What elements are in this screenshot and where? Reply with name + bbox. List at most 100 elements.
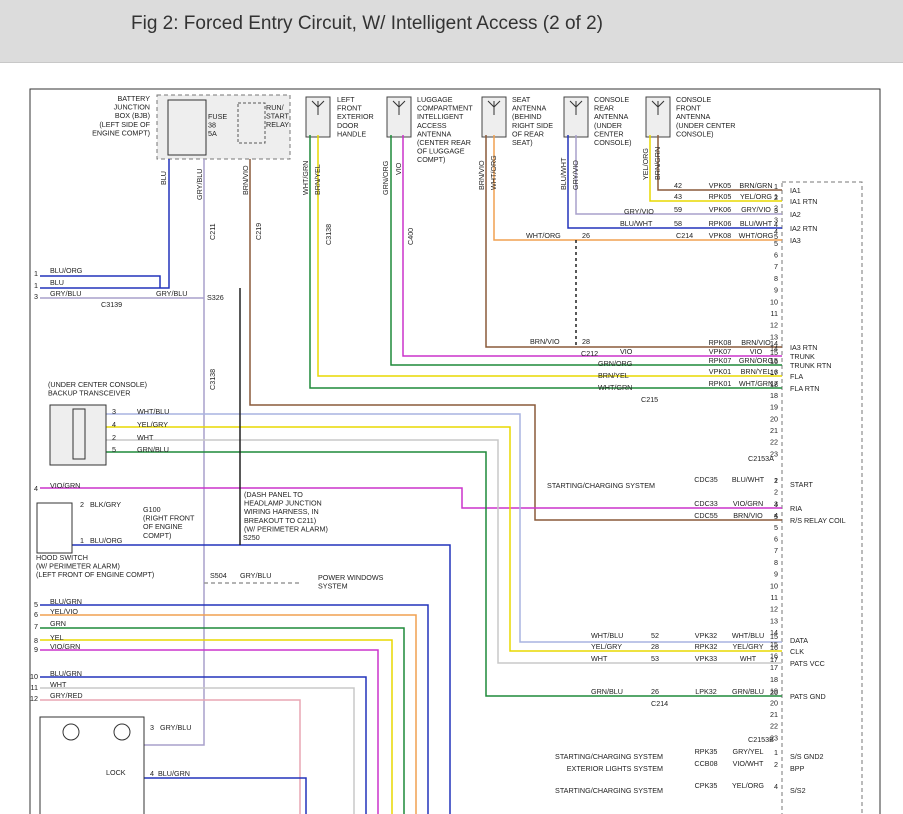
connector-c215: C215 — [641, 395, 658, 404]
connector-c3138: C3138 — [324, 224, 333, 245]
dash-label-line: HEADLAMP JUNCTION — [244, 499, 322, 508]
antenna-luggage-label-line: LUGGAGE — [417, 95, 453, 104]
lock-label: LOCK — [106, 768, 126, 777]
pin-label: 2 — [80, 500, 84, 509]
pin-number-b: 12 — [770, 605, 778, 614]
module-pin: 5 — [774, 232, 778, 241]
solid-state-box — [72, 408, 86, 460]
lower-circuit: RPK35 — [695, 747, 718, 756]
module-pin: 16 — [770, 357, 778, 366]
pin-number-a: 2 — [774, 204, 778, 213]
pin-number-b: 17 — [770, 663, 778, 672]
relay-label-line: RELAY — [266, 120, 289, 129]
lower-left-wire: YEL/GRY — [591, 642, 622, 651]
left-row-label: GRY/RED — [50, 691, 83, 700]
wire-label: BLK/GRY — [90, 500, 121, 509]
module-circuit: RPK06 — [709, 219, 732, 228]
system-starting-3: STARTING/CHARGING SYSTEM — [555, 786, 663, 795]
pin-number-a: 13 — [770, 332, 778, 341]
g100-label-line: G100 — [143, 505, 161, 514]
left-row-label: VIO/GRN — [50, 481, 80, 490]
pin-number-b: 3 — [774, 499, 778, 508]
wire-label: GRN/ORG — [598, 359, 633, 368]
wire-grn-blu — [106, 451, 782, 697]
connector-c3139: C3139 — [101, 300, 122, 309]
wire-lower-4 — [40, 649, 379, 814]
antenna-icon — [392, 100, 406, 115]
lower-cpin: 28 — [651, 642, 659, 651]
antenna-console-rear-label-line: REAR — [594, 104, 614, 113]
left-row-label: YEL — [50, 633, 64, 642]
antenna-icon — [569, 100, 583, 115]
power-windows-label-line: SYSTEM — [318, 582, 348, 591]
g100-label-line: OF ENGINE — [143, 522, 183, 531]
lower-pin: 5 — [774, 512, 778, 521]
wire-vio-grn — [40, 487, 782, 509]
left-row-num: 11 — [31, 683, 38, 692]
lower-name: RIA — [790, 504, 802, 513]
lower-pin: 15 — [770, 632, 778, 641]
left-row-label: BLU — [50, 278, 64, 287]
wire-wht-org — [493, 135, 782, 241]
fuse-label-line: 38 — [208, 121, 216, 130]
antenna-console-front-label-line: (UNDER CENTER — [676, 121, 736, 130]
pin-number-b: 4 — [774, 511, 778, 520]
wire-lower-0 — [40, 604, 429, 814]
module-wire: GRY/VIO — [741, 205, 771, 214]
vlabel: BRN/GRN — [653, 147, 662, 180]
pin-number-a: 17 — [770, 379, 778, 388]
pin-number-b: 20 — [770, 698, 778, 707]
antenna-seat-label-line: (BEHIND — [512, 112, 542, 121]
lower-name: PATS GND — [790, 692, 826, 701]
left-row-num: 1 — [34, 281, 38, 290]
lower-name: START — [790, 480, 814, 489]
hood-label-line: (W/ PERIMETER ALARM) — [36, 562, 120, 571]
pin-number-a: 16 — [770, 368, 778, 377]
left-row-num: 3 — [34, 292, 38, 301]
pin-number-b: 21 — [770, 710, 778, 719]
antenna-lf-label-line: HANDLE — [337, 129, 366, 138]
module-pin: 14 — [770, 339, 778, 348]
bjb-label-line: (LEFT SIDE OF — [99, 120, 150, 129]
module-wire: BRN/VIO — [741, 338, 771, 347]
wire-label: BLU/WHT — [620, 219, 653, 228]
pin-number-b: 23 — [770, 733, 778, 742]
left-row-label: BLU/ORG — [50, 266, 83, 275]
module-name: IA1 RTN — [790, 197, 817, 206]
left-row-num: 5 — [34, 600, 38, 609]
module-circuit: VPK08 — [709, 231, 731, 240]
left-row-num: 9 — [34, 645, 38, 654]
pin-number-b: 9 — [774, 570, 778, 579]
vlabel: WHT/GRN — [301, 161, 310, 195]
wire-wht-blu — [106, 413, 782, 643]
lower-pin: 4 — [774, 782, 778, 791]
pin-number-a: 19 — [770, 403, 778, 412]
module-name: FLA — [790, 372, 803, 381]
module-name: TRUNK RTN — [790, 361, 831, 370]
lower-name: BPP — [790, 764, 805, 773]
pin-label: 3 — [150, 723, 154, 732]
left-row-label: YEL/VIO — [50, 607, 78, 616]
backup-wire: YEL/GRY — [137, 420, 168, 429]
wire-label: GRY/BLU — [240, 571, 271, 580]
wire-label: BRN/VIO — [530, 337, 560, 346]
left-row-num: 1 — [34, 269, 38, 278]
lower-cpin: 26 — [651, 687, 659, 696]
lock-box — [39, 716, 145, 814]
lower-circuit: LPK32 — [695, 687, 717, 696]
module-cpin: 59 — [674, 205, 682, 214]
lower-wire: GRN/BLU — [732, 687, 764, 696]
lower-wire: WHT/BLU — [732, 631, 764, 640]
lower-circuit: CPK35 — [695, 781, 718, 790]
splice-s326-label: S326 — [207, 293, 224, 302]
vlabel: BRN/YEL — [313, 164, 322, 195]
module-pin: 17 — [770, 368, 778, 377]
antenna-luggage-label-line: ACCESS — [417, 121, 447, 130]
lower-wire: WHT — [740, 654, 757, 663]
wire-label: BRN/YEL — [598, 371, 629, 380]
left-row-num: 12 — [30, 694, 38, 703]
left-row-label: GRY/BLU — [50, 289, 81, 298]
lower-circuit: CDC55 — [694, 511, 718, 520]
left-row-num: 8 — [34, 636, 38, 645]
lower-wire: YEL/ORG — [732, 781, 764, 790]
